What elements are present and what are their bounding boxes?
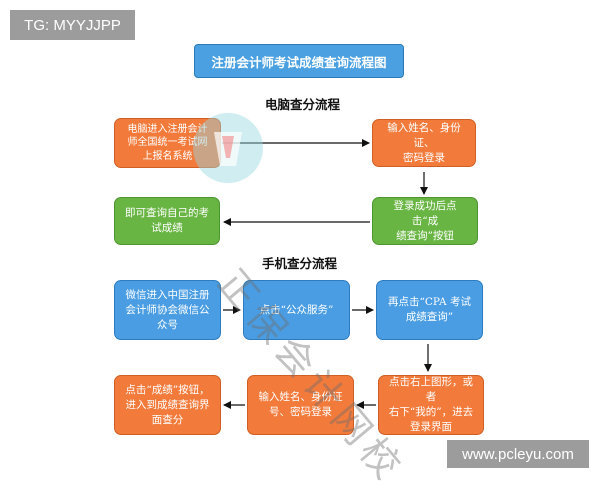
mobile-step6-line1: 点击“成绩”按钮， xyxy=(125,383,210,396)
mobile-step5-line1: 输入姓名、身份证 xyxy=(258,391,343,403)
mobile-step-public-service: 点击“公众服务” xyxy=(243,280,350,340)
mobile-step-cpa-query: 再点击“CPA 考试 成绩查询” xyxy=(376,280,483,340)
pc-step-click-query: 登录成功后点击“成 绩查询”按钮 xyxy=(372,197,478,245)
mobile-step-wechat: 微信进入中国注册 会计师协会微信公 众号 xyxy=(114,280,221,340)
pc-step2-line1: 输入姓名、身份证、 xyxy=(387,121,461,149)
flow-arrows xyxy=(222,139,432,409)
pc-step3-line2: 绩查询”按钮 xyxy=(396,229,454,242)
mobile-step-open-login: 点击右上图形，或者 右下“我的”，进去 登录界面 xyxy=(378,375,484,435)
mobile-step-login: 输入姓名、身份证 号、密码登录 xyxy=(247,375,354,435)
watermark-logo-icon xyxy=(193,113,263,183)
pc-step-login: 输入姓名、身份证、 密码登录 xyxy=(372,119,476,167)
pc-step1-line2: 师全国统一考试网 xyxy=(127,137,208,149)
mobile-step6-line3: 面查分 xyxy=(151,413,184,426)
mobile-step3-line1: 再点击“CPA 考试 xyxy=(388,296,471,308)
mobile-step-view-score: 点击“成绩”按钮， 进入到成绩查询界 面查分 xyxy=(114,375,221,435)
pc-step3-line1: 登录成功后点击“成 xyxy=(393,199,457,227)
pc-step4-line1: 即可查询自己的考 xyxy=(125,207,209,219)
corner-tag: TG: MYYJJPP xyxy=(10,10,135,40)
mobile-step4-line1: 点击右上图形，或者 xyxy=(389,376,473,403)
pc-step1-line1: 电脑进入注册会计 xyxy=(127,123,208,135)
site-tag: www.pcleyu.com xyxy=(447,440,589,468)
section-title-pc: 电脑查分流程 xyxy=(265,97,341,112)
diagram-title: 注册会计师考试成绩查询流程图 xyxy=(194,44,404,78)
section-title-mobile: 手机查分流程 xyxy=(262,256,338,271)
pc-step1-line3: 上报名系统 xyxy=(142,150,193,162)
mobile-step5-line2: 号、密码登录 xyxy=(269,406,332,418)
mobile-step4-line3: 登录界面 xyxy=(410,421,452,433)
pc-step4-line2: 试成绩 xyxy=(151,222,183,234)
mobile-step1-line2: 会计师协会微信公 xyxy=(125,303,210,316)
mobile-step1-line1: 微信进入中国注册 xyxy=(125,288,210,301)
mobile-step6-line2: 进入到成绩查询界 xyxy=(125,398,210,411)
mobile-step3-line2: 成绩查询” xyxy=(405,311,454,323)
mobile-step4-line2: 右下“我的”，进去 xyxy=(388,406,474,418)
mobile-step1-line3: 众号 xyxy=(157,318,178,331)
pc-step-view-result: 即可查询自己的考 试成绩 xyxy=(114,197,220,245)
mobile-step2-line1: 点击“公众服务” xyxy=(259,303,334,316)
pc-step2-line2: 密码登录 xyxy=(403,151,445,164)
